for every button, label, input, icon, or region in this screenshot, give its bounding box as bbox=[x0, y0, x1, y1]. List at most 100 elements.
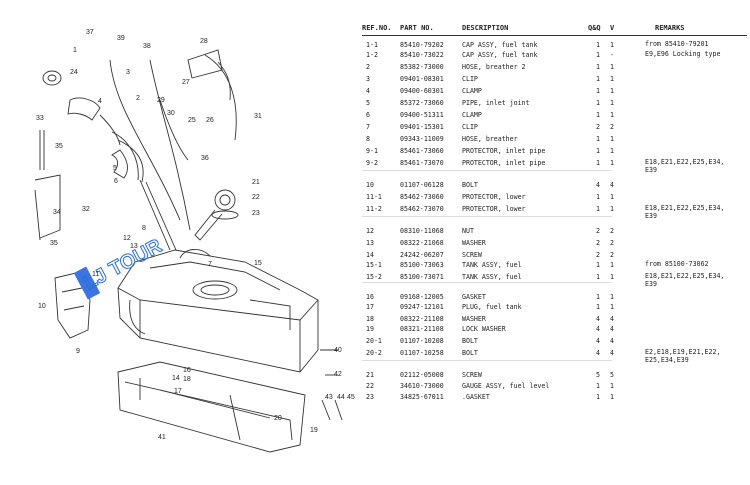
header-description: DESCRIPTION bbox=[462, 24, 509, 32]
cell-desc: BOLT bbox=[462, 181, 478, 189]
cell-part: 85462-73060 bbox=[400, 193, 444, 201]
svg-text:28: 28 bbox=[200, 38, 208, 45]
cell-qty: 1 bbox=[596, 99, 600, 107]
cell-desc: GASKET bbox=[462, 293, 486, 301]
cell-v: 1 bbox=[610, 111, 614, 119]
svg-text:38: 38 bbox=[143, 43, 151, 50]
cell-v: 4 bbox=[610, 315, 614, 323]
cell-desc: SCREW bbox=[462, 371, 482, 379]
cell-part: 01107-10208 bbox=[400, 337, 444, 345]
cell-desc: CLIP bbox=[462, 75, 478, 83]
cell-desc: CAP ASSY, fuel tank bbox=[462, 41, 538, 49]
cell-qty: 1 bbox=[596, 261, 600, 269]
lower-protector bbox=[117, 361, 306, 453]
cell-part: 09401-15301 bbox=[400, 123, 444, 131]
cell-part: 85461-73060 bbox=[400, 147, 444, 155]
cell-ref: 11-1 bbox=[366, 193, 382, 201]
cell-part: 85382-73000 bbox=[400, 63, 444, 71]
cell-ref: 12 bbox=[366, 227, 374, 235]
cell-desc: BOLT bbox=[462, 337, 478, 345]
cell-qty: 1 bbox=[596, 293, 600, 301]
svg-text:35: 35 bbox=[55, 143, 63, 150]
svg-text:4: 4 bbox=[98, 98, 102, 105]
cell-desc: LOCK WASHER bbox=[462, 325, 506, 333]
cell-ref: 4 bbox=[366, 87, 370, 95]
cell-v: 2 bbox=[610, 123, 614, 131]
svg-text:44: 44 bbox=[337, 394, 345, 401]
cell-desc: PLUG, fuel tank bbox=[462, 303, 522, 311]
cell-ref: 9-2 bbox=[366, 159, 378, 167]
cell-part: 09401-08301 bbox=[400, 75, 444, 83]
cell-v: 1 bbox=[610, 303, 614, 311]
cell-ref: 15-1 bbox=[366, 261, 382, 269]
cell-qty: 1 bbox=[596, 193, 600, 201]
cell-qty: 1 bbox=[596, 382, 600, 390]
cell-part: 34825-67011 bbox=[400, 393, 444, 401]
cell-desc: CLIP bbox=[462, 123, 478, 131]
svg-text:6: 6 bbox=[114, 178, 118, 185]
svg-text:29: 29 bbox=[157, 97, 165, 104]
svg-text:13: 13 bbox=[130, 243, 138, 250]
cell-v: 1 bbox=[610, 273, 614, 281]
cell-desc: TANK ASSY, fuel bbox=[462, 261, 522, 269]
cell-ref: 5 bbox=[366, 99, 370, 107]
cell-ref: 21 bbox=[366, 371, 374, 379]
cell-desc: PROTECTOR, lower bbox=[462, 193, 526, 201]
cell-part: 24242-06207 bbox=[400, 251, 444, 259]
header-v: V bbox=[610, 24, 615, 32]
svg-text:1: 1 bbox=[73, 47, 77, 54]
cell-ref: 1-1 bbox=[366, 41, 378, 49]
cell-v: - bbox=[610, 51, 614, 59]
cell-qty: 2 bbox=[596, 239, 600, 247]
svg-text:LJ TOUR: LJ TOUR bbox=[80, 235, 166, 295]
svg-text:31: 31 bbox=[254, 113, 262, 120]
cell-qty: 1 bbox=[596, 63, 600, 71]
cell-v: 1 bbox=[610, 41, 614, 49]
cell-ref: 22 bbox=[366, 382, 374, 390]
cell-part: 85372-73060 bbox=[400, 99, 444, 107]
svg-text:36: 36 bbox=[201, 155, 209, 162]
cell-ref: 3 bbox=[366, 75, 370, 83]
svg-text:39: 39 bbox=[117, 35, 125, 42]
group-separator bbox=[362, 360, 612, 361]
cell-desc: NUT bbox=[462, 227, 474, 235]
cell-qty: 4 bbox=[596, 349, 600, 357]
cell-ref: 14 bbox=[366, 251, 374, 259]
group-separator bbox=[362, 282, 612, 283]
cell-desc: PROTECTOR, inlet pipe bbox=[462, 147, 546, 155]
svg-text:30: 30 bbox=[167, 110, 175, 117]
cell-v: 1 bbox=[610, 63, 614, 71]
cell-ref: 17 bbox=[366, 303, 374, 311]
cell-remarks: E9,E96 Locking type bbox=[645, 50, 721, 58]
cell-part: 09343-11009 bbox=[400, 135, 444, 143]
cell-qty: 1 bbox=[596, 147, 600, 155]
header-qty: Q&Q bbox=[588, 24, 601, 32]
cell-part: 08310-11068 bbox=[400, 227, 444, 235]
cell-ref: 7 bbox=[366, 123, 370, 131]
cell-v: 1 bbox=[610, 293, 614, 301]
cell-ref: 18 bbox=[366, 315, 374, 323]
svg-text:42: 42 bbox=[334, 371, 342, 378]
svg-text:17: 17 bbox=[174, 388, 182, 395]
cell-desc: SCREW bbox=[462, 251, 482, 259]
filler-neck bbox=[67, 97, 101, 121]
svg-text:27: 27 bbox=[182, 79, 190, 86]
svg-text:2: 2 bbox=[136, 95, 140, 102]
cell-part: 02112-05008 bbox=[400, 371, 444, 379]
cell-desc: .GASKET bbox=[462, 393, 490, 401]
cell-remarks: E2,E18,E19,E21,E22, E25,E34,E39 bbox=[645, 348, 721, 364]
cell-qty: 1 bbox=[596, 51, 600, 59]
cell-part: 09247-12101 bbox=[400, 303, 444, 311]
cell-part: 08321-21108 bbox=[400, 325, 444, 333]
cell-desc: PROTECTOR, inlet pipe bbox=[462, 159, 546, 167]
cell-v: 2 bbox=[610, 227, 614, 235]
cell-part: 09168-12005 bbox=[400, 293, 444, 301]
